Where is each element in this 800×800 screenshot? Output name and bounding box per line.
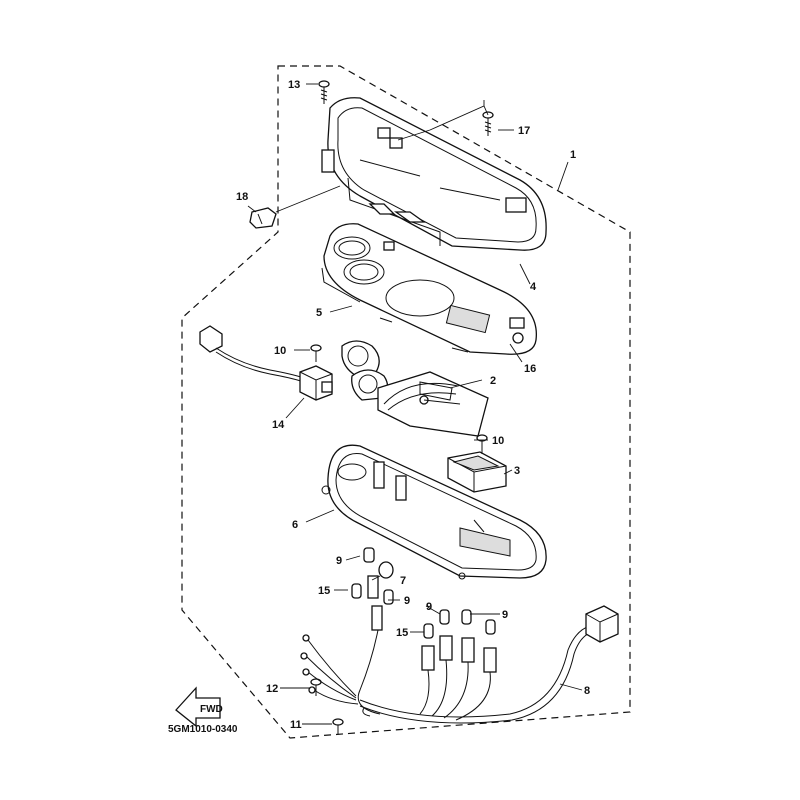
callout-10a: 10: [274, 345, 286, 357]
fwd-label: FWD: [200, 704, 223, 715]
module-part: [447, 451, 507, 493]
screw-10b-part: [476, 434, 488, 454]
callout-6: 6: [292, 519, 298, 531]
callout-16: 16: [524, 363, 536, 375]
sensor-part: [199, 325, 333, 401]
callout-18: 18: [236, 191, 248, 203]
meter-cover-part: [321, 97, 547, 251]
callout-5: 5: [316, 307, 322, 319]
callout-14: 14: [272, 419, 285, 431]
screw-17-part: [482, 111, 494, 136]
callout-3: 3: [514, 465, 520, 477]
callout-15a: 15: [318, 585, 330, 597]
meter-panel-part: [321, 223, 537, 355]
bulb-sockets-part: [351, 547, 497, 673]
assembly-boundary: [181, 65, 631, 739]
callout-9b: 9: [404, 595, 410, 607]
clip-18-part: [249, 207, 277, 229]
callout-7: 7: [400, 575, 406, 587]
callout-8: 8: [584, 685, 590, 697]
grommet-part: [378, 561, 394, 579]
callout-9c: 9: [426, 601, 432, 613]
callout-12: 12: [266, 683, 278, 695]
callout-13: 13: [288, 79, 300, 91]
callout-15b: 15: [396, 627, 408, 639]
callout-4: 4: [530, 281, 537, 293]
callout-1: 1: [570, 149, 576, 161]
wire-harness-part: [300, 605, 619, 724]
callout-9a: 9: [336, 555, 342, 567]
callout-17: 17: [518, 125, 530, 137]
meter-dial-part: [341, 340, 489, 437]
leader-lines: [247, 83, 583, 725]
screw-10a-part: [310, 344, 322, 362]
callout-10b: 10: [492, 435, 504, 447]
callout-11: 11: [290, 719, 302, 731]
fwd-arrow-icon: FWD: [175, 686, 223, 728]
diagram-code: 5GM1010-0340: [168, 724, 238, 735]
screw-13-part: [318, 80, 330, 104]
callout-9d: 9: [502, 609, 508, 621]
callout-2: 2: [490, 375, 496, 387]
meter-case-part: [321, 444, 547, 580]
screw-11-part: [332, 718, 344, 734]
